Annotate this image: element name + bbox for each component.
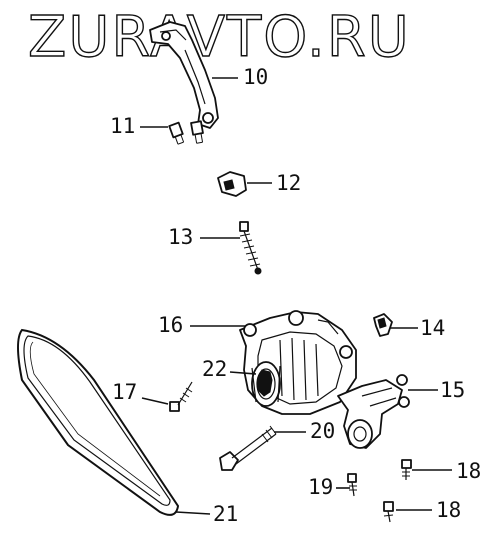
callout-10: 10 bbox=[212, 65, 268, 89]
callout-21: 21 bbox=[175, 502, 238, 526]
callout-19: 19 bbox=[308, 475, 350, 499]
part-18-bolt-upper bbox=[401, 459, 412, 480]
svg-text:13: 13 bbox=[168, 225, 193, 249]
callout-22: 22 bbox=[202, 357, 257, 381]
part-17-bolt bbox=[169, 381, 193, 412]
part-18-bolt-lower bbox=[383, 501, 394, 523]
part-10-bracket bbox=[149, 21, 219, 129]
svg-text:11: 11 bbox=[110, 114, 135, 138]
part-22-pulley bbox=[251, 361, 281, 407]
watermark-logo: ZURAVTO.RU bbox=[28, 5, 411, 70]
callout-12: 12 bbox=[247, 171, 301, 195]
svg-text:10: 10 bbox=[243, 65, 268, 89]
part-14-clip bbox=[373, 313, 393, 337]
part-21-drive-belt bbox=[17, 328, 180, 516]
part-19-screw bbox=[347, 473, 357, 497]
svg-text:12: 12 bbox=[276, 171, 301, 195]
callout-17: 17 bbox=[112, 380, 169, 405]
svg-text:14: 14 bbox=[420, 316, 445, 340]
part-15-tensioner bbox=[337, 374, 410, 449]
svg-text:22: 22 bbox=[202, 357, 227, 381]
svg-text:18: 18 bbox=[456, 459, 481, 483]
part-20-long-bolt bbox=[219, 425, 277, 471]
svg-text:21: 21 bbox=[213, 502, 238, 526]
svg-text:19: 19 bbox=[308, 475, 333, 499]
svg-text:16: 16 bbox=[158, 313, 183, 337]
callout-18-upper: 18 bbox=[412, 459, 481, 483]
svg-text:20: 20 bbox=[310, 419, 335, 443]
callout-16: 16 bbox=[158, 313, 246, 337]
callout-11: 11 bbox=[110, 114, 168, 138]
part-13-long-bolt bbox=[239, 221, 262, 275]
part-11-bolts bbox=[168, 120, 204, 145]
svg-text:17: 17 bbox=[112, 380, 137, 404]
callout-20: 20 bbox=[274, 419, 335, 443]
svg-text:15: 15 bbox=[440, 378, 465, 402]
svg-text:18: 18 bbox=[436, 498, 461, 522]
callout-13: 13 bbox=[168, 225, 240, 249]
callout-14: 14 bbox=[390, 316, 445, 340]
part-12-nut bbox=[217, 171, 247, 197]
callout-18-lower: 18 bbox=[396, 498, 461, 522]
callout-15: 15 bbox=[408, 378, 465, 402]
